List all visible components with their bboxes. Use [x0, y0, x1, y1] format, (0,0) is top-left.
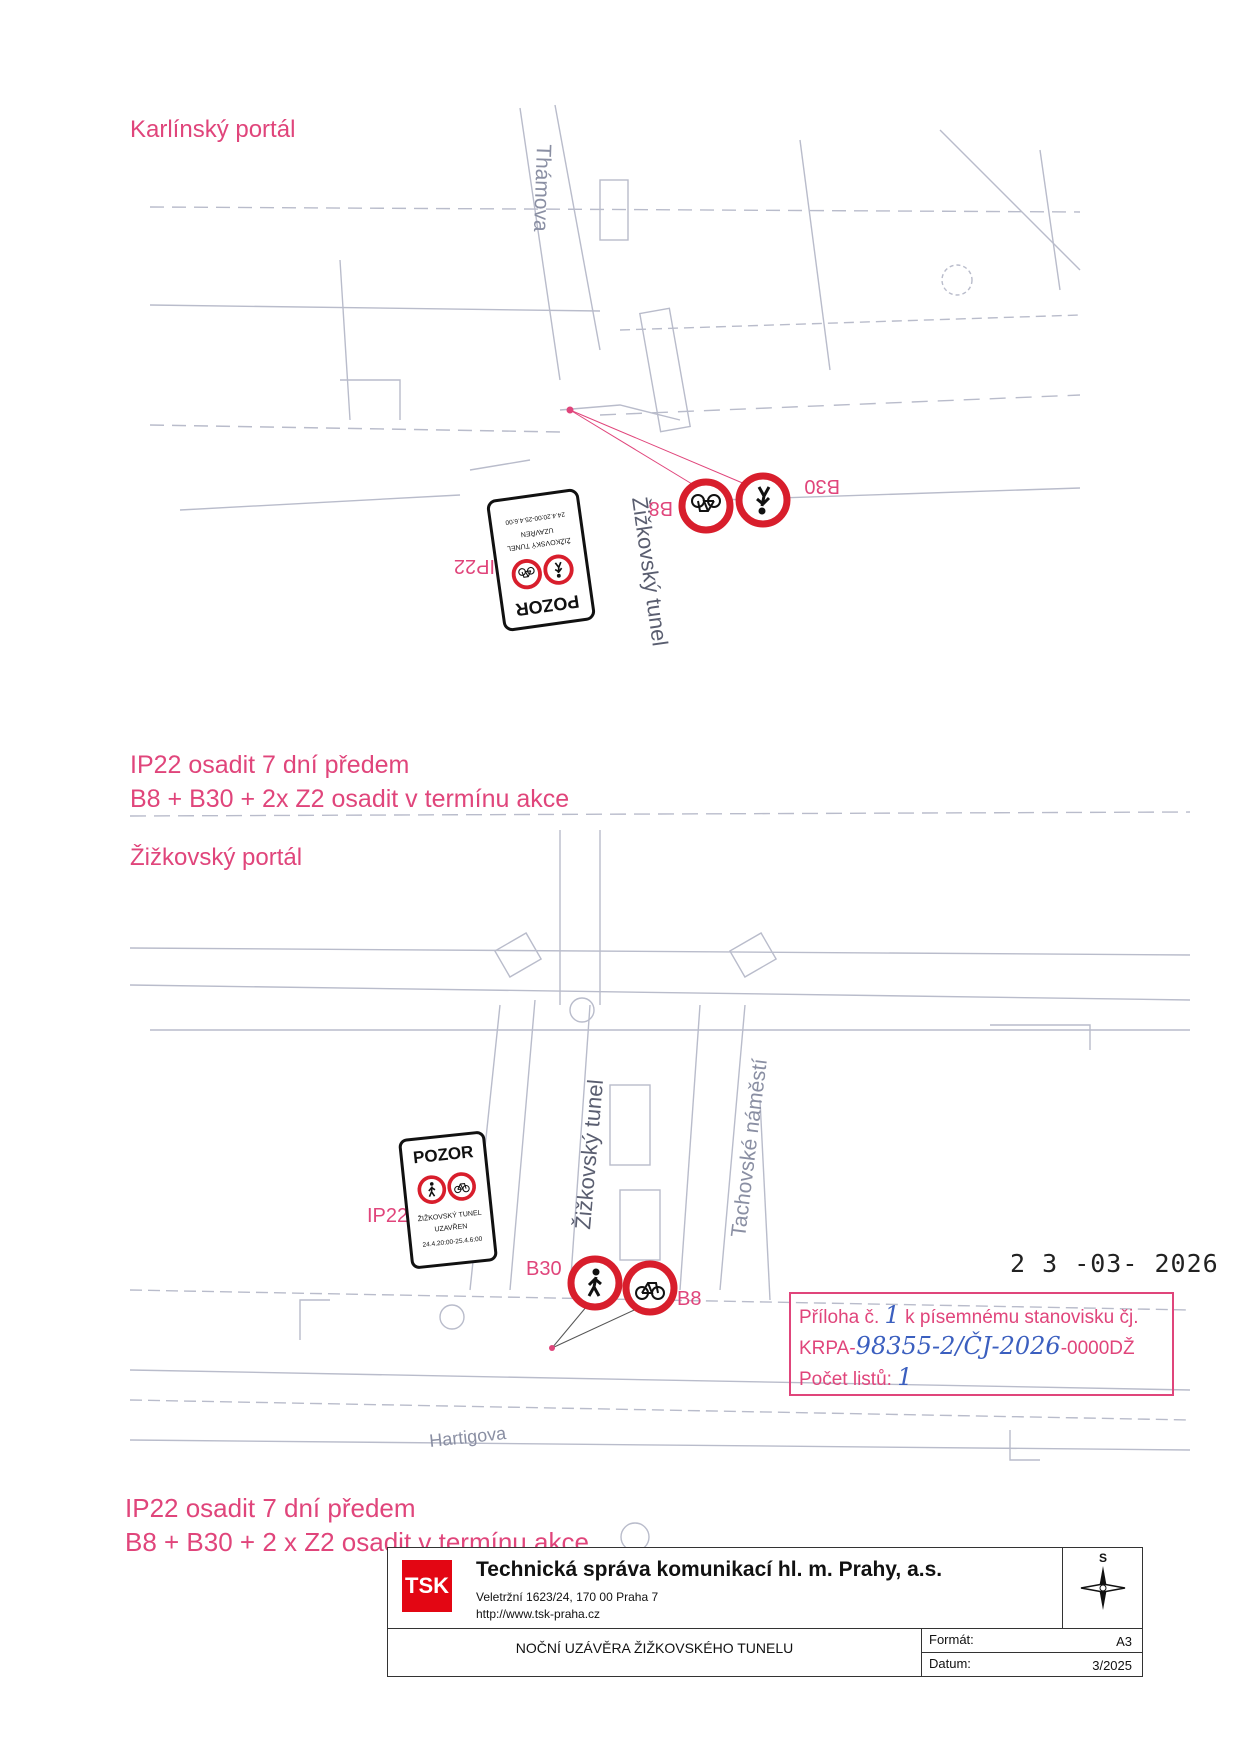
note-top: IP22 osadit 7 dní předem B8 + B30 + 2x Z…	[130, 748, 569, 816]
ip22-panel-bottom: POZOR ŽIŽKOVSKÝ TUNEL UZAVŘEN 24.4.20:00…	[398, 1131, 498, 1269]
sign-b30-label-bottom: B30	[526, 1258, 562, 1280]
stamp-line3-prefix: Počet listů:	[799, 1369, 892, 1390]
title-block: TSK Technická správa komunikací hl. m. P…	[387, 1547, 1143, 1677]
date-stamp: 2 3 -03- 2026	[1010, 1249, 1219, 1278]
compass-letter: S	[1099, 1551, 1107, 1565]
tsk-logo: TSK	[402, 1560, 452, 1612]
bottom-sign-post	[549, 1345, 555, 1351]
company-address: Veletržní 1623/24, 170 00 Praha 7	[476, 1590, 659, 1604]
compass-icon: S	[1080, 1551, 1126, 1610]
stamp-line2-number: 98355	[855, 1332, 933, 1360]
note-bottom-line1: IP22 osadit 7 dní předem	[125, 1493, 416, 1523]
note-top-line2: B8 + B30 + 2x Z2 osadit v termínu akce	[130, 785, 570, 813]
sign-ip22-label-top: IP22	[454, 555, 495, 577]
date-value: 3/2025	[1092, 1658, 1132, 1673]
stamp-line2-digit: 6	[1045, 1332, 1061, 1360]
stamp-line2: KRPA-98355-2/ČJ-2026-0000DŽ	[799, 1331, 1164, 1362]
title-block-header: TSK Technická správa komunikací hl. m. P…	[388, 1548, 1062, 1629]
sign-b30-label-top: B30	[804, 475, 840, 497]
stamp-line1: Příloha č. 1 k písemnému stanovisku čj.	[799, 1300, 1164, 1331]
approval-stamp: Příloha č. 1 k písemnému stanovisku čj. …	[789, 1292, 1174, 1396]
company-name: Technická správa komunikací hl. m. Prahy…	[476, 1558, 943, 1581]
stamp-line2-suffix: -0000DŽ	[1060, 1338, 1135, 1359]
sign-b8-bottom	[626, 1264, 674, 1312]
stamp-line2-mid: -2/ČJ-202	[932, 1332, 1046, 1360]
north-arrow: S	[1062, 1548, 1143, 1629]
stamp-line2-prefix: KRPA-	[799, 1338, 856, 1359]
note-bottom: IP22 osadit 7 dní předem B8 + B30 + 2 x …	[125, 1491, 589, 1559]
format-value: A3	[1116, 1634, 1132, 1649]
format-row: Formát: A3	[921, 1628, 1142, 1653]
stamp-line3: Počet listů: 1	[799, 1362, 1164, 1393]
section-title-zizkovsky-portal: Žižkovský portál	[130, 844, 303, 871]
top-plan	[149, 104, 1081, 511]
bottom-plan	[129, 811, 1191, 1552]
drawing-title: NOČNÍ UZÁVĚRA ŽIŽKOVSKÉHO TUNELU	[388, 1628, 922, 1676]
sign-b30-bottom	[571, 1259, 619, 1307]
sign-b8-top	[682, 482, 730, 530]
date-label: Datum:	[929, 1656, 971, 1671]
format-label: Formát:	[929, 1632, 974, 1647]
section-title-karlinsky-portal: Karlínský portál	[130, 116, 296, 143]
sign-b30-top	[739, 476, 787, 524]
street-label-hartigova: Hartigova	[428, 1423, 508, 1451]
top-plan-connectors	[566, 406, 753, 488]
company-url: http://www.tsk-praha.cz	[476, 1607, 601, 1621]
sign-ip22-label-bottom: IP22	[367, 1205, 408, 1227]
stamp-line1-number: 1	[884, 1301, 900, 1329]
stamp-line3-number: 1	[897, 1363, 913, 1391]
sign-b8-label-top: B8	[649, 497, 673, 519]
date-row: Datum: 3/2025	[921, 1652, 1142, 1676]
stamp-line1-prefix: Příloha č.	[799, 1307, 880, 1328]
stamp-line1-suffix: k písemnému stanovisku čj.	[905, 1307, 1139, 1328]
sign-b8-label-bottom: B8	[677, 1288, 701, 1310]
street-label-thamova: Thámova	[529, 144, 555, 233]
ip22-panel-top: POZOR ŽIŽKOVSKÝ TUNEL UZAVŘEN 24.4.20:00…	[486, 488, 596, 632]
street-label-zizkovsky-tunel-bottom: Žižkovský tunel	[570, 1078, 608, 1230]
note-top-line1: IP22 osadit 7 dní předem	[130, 751, 410, 779]
